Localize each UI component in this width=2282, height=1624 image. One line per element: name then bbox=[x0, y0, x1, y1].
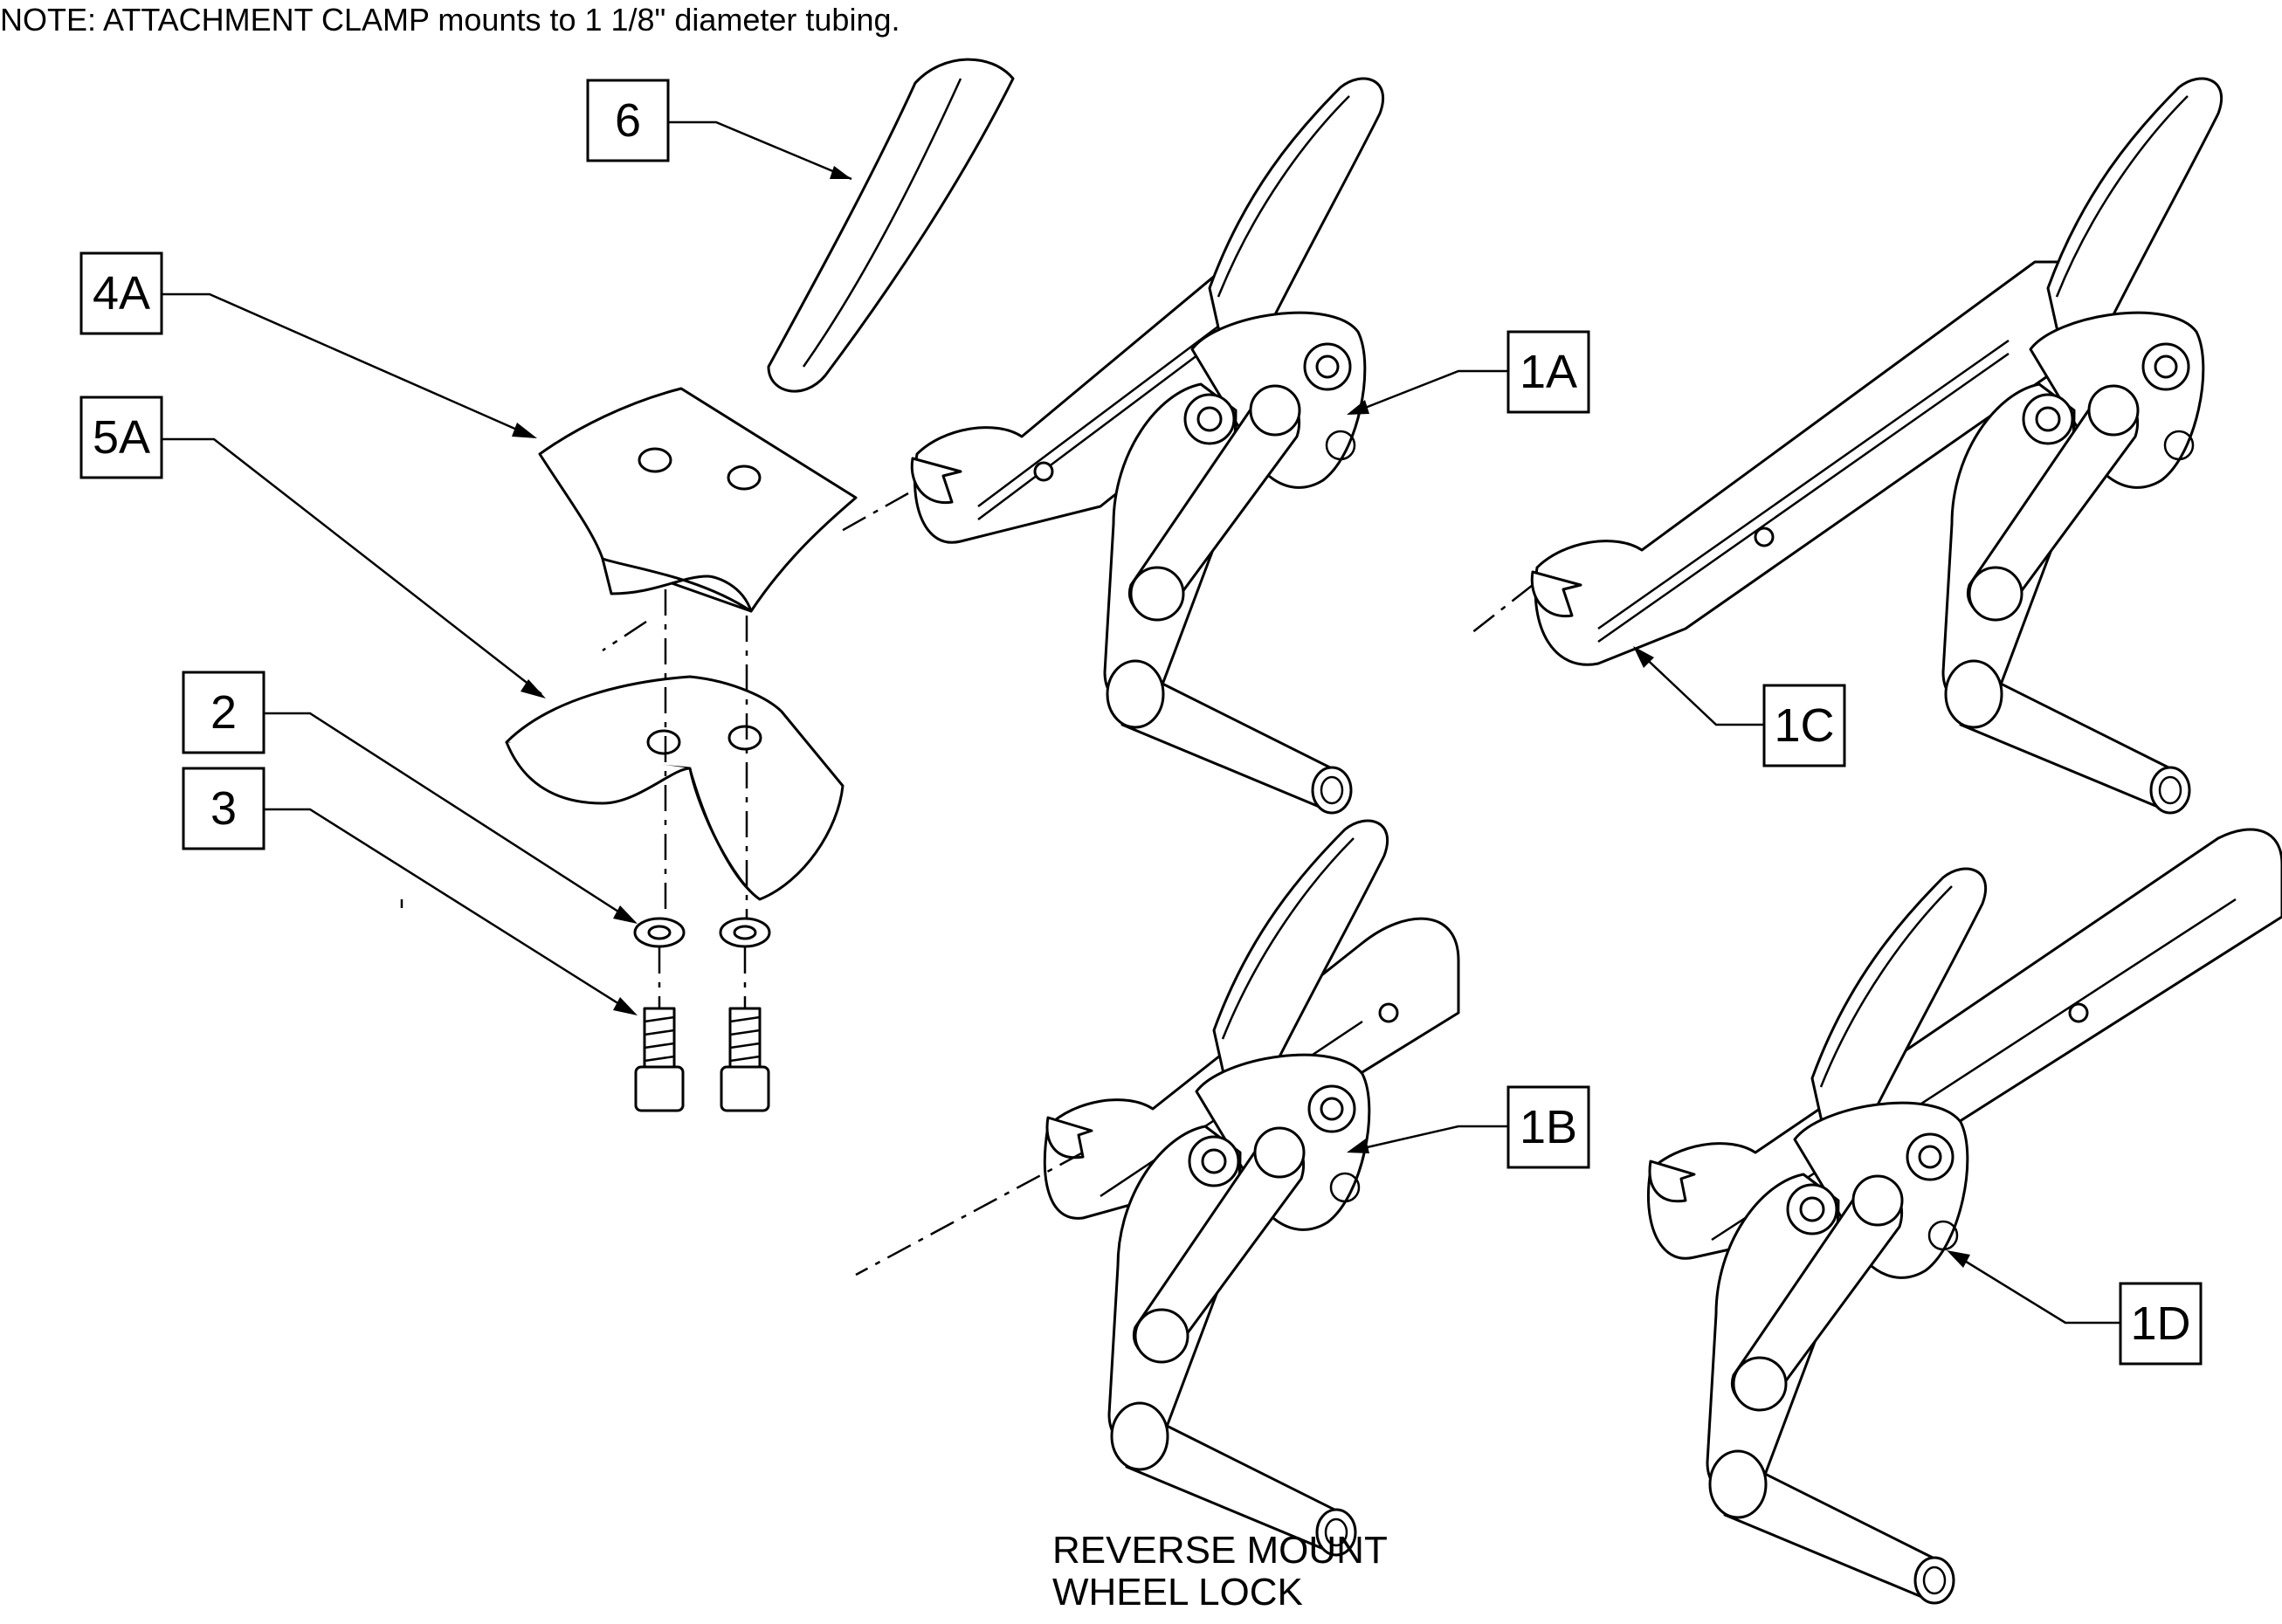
svg-text:1D: 1D bbox=[2130, 1297, 2190, 1350]
svg-text:1B: 1B bbox=[1520, 1101, 1577, 1153]
callout-1A: 1A bbox=[1347, 330, 1590, 415]
svg-text:1A: 1A bbox=[1520, 346, 1577, 398]
caption-line-2: WHEEL LOCK bbox=[1052, 1571, 1303, 1614]
screws-part-3 bbox=[634, 947, 770, 1112]
wheel-lock-1B bbox=[855, 819, 1460, 1557]
svg-text:5A: 5A bbox=[93, 411, 150, 464]
svg-text:2: 2 bbox=[210, 686, 237, 739]
reverse-mount-caption: REVERSE MOUNT WHEEL LOCK bbox=[1052, 1530, 1388, 1614]
washers-part-2 bbox=[633, 917, 771, 948]
wheel-lock-1A bbox=[910, 77, 1385, 815]
clamp-bottom-part-5A bbox=[505, 675, 845, 901]
caption-line-1: REVERSE MOUNT bbox=[1052, 1529, 1388, 1572]
callout-1C: 1C bbox=[1633, 646, 1846, 767]
wheel-lock-1C bbox=[1471, 77, 2223, 815]
callout-2: 2 bbox=[182, 671, 638, 924]
callout-1D: 1D bbox=[1947, 1250, 2203, 1366]
callout-6: 6 bbox=[586, 79, 852, 181]
svg-text:1C: 1C bbox=[1774, 699, 1834, 752]
tube-axis-lower bbox=[602, 620, 647, 652]
diagram-note: NOTE: ATTACHMENT CLAMP mounts to 1 1/8" … bbox=[0, 2, 900, 38]
wheel-lock-1D bbox=[1646, 828, 2282, 1605]
svg-text:4A: 4A bbox=[93, 267, 150, 320]
svg-text:3: 3 bbox=[210, 782, 237, 835]
pad-part-6 bbox=[767, 58, 1015, 393]
callout-3: 3 bbox=[182, 767, 638, 1015]
svg-text:6: 6 bbox=[615, 94, 641, 147]
tube-axis-upper bbox=[838, 492, 909, 534]
callout-5A: 5A bbox=[79, 396, 546, 698]
clamp-top-part-4A bbox=[538, 387, 858, 613]
callout-1B: 1B bbox=[1347, 1085, 1590, 1169]
callout-4A: 4A bbox=[79, 251, 537, 438]
